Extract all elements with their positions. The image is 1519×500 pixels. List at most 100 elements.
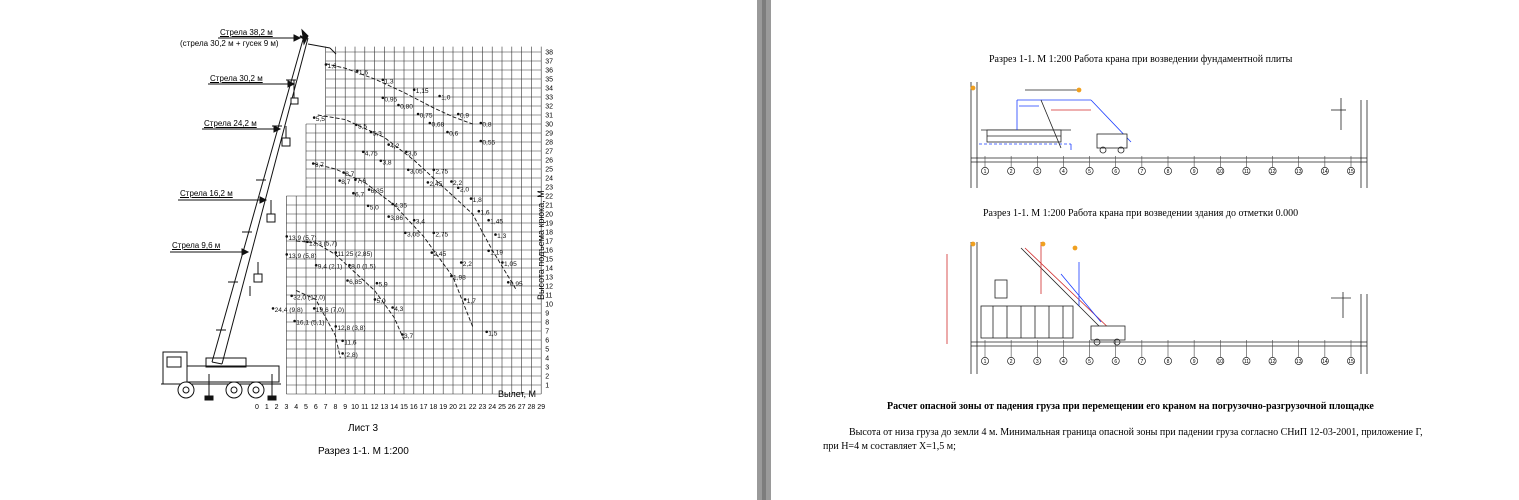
axis-circle <box>1216 357 1225 365</box>
load-curve <box>317 114 518 291</box>
axis-mark-label: 12 <box>1270 169 1276 175</box>
data-point <box>387 143 390 146</box>
axis-circle <box>1190 357 1199 365</box>
y-tick-label: 34 <box>545 86 553 93</box>
capacity-label: 3,05 <box>410 168 423 175</box>
axis-circle <box>1033 167 1042 175</box>
data-point <box>446 130 449 134</box>
x-axis-label: Вылет, М <box>498 389 536 399</box>
capacity-label: 2,2 <box>463 261 472 268</box>
data-point <box>285 235 289 238</box>
data-point <box>428 121 432 125</box>
y-tick-label: 11 <box>545 293 552 300</box>
y-tick-label: 9 <box>545 311 549 318</box>
data-point <box>346 279 349 282</box>
page-gutter <box>757 0 771 500</box>
x-tick-label: 11 <box>361 404 368 411</box>
data-point <box>487 218 490 222</box>
boom-label-24: Стрела 24,2 м <box>204 119 257 128</box>
capacity-label: 7,6 <box>357 178 366 185</box>
load-chart-curves <box>296 63 518 359</box>
axis-circle <box>1294 357 1303 365</box>
load-curve <box>325 63 473 125</box>
right-page: Разрез 1-1. М 1:200 Работа крана при воз… <box>771 0 1519 500</box>
capacity-label: 1,3 <box>497 233 506 240</box>
x-tick-label: 25 <box>498 404 506 411</box>
capacity-label: 32,0 (12,0) <box>293 294 325 301</box>
y-tick-label: 25 <box>545 167 553 174</box>
axis-mark-label: 10 <box>1218 359 1224 365</box>
capacity-label: 13,9 (5,8) <box>288 253 316 260</box>
axis-circle <box>1085 357 1094 365</box>
data-point <box>341 339 344 343</box>
data-point <box>391 306 394 309</box>
data-point <box>306 240 309 244</box>
axis-mark-label: 5 <box>1088 169 1091 175</box>
data-point <box>432 168 436 172</box>
y-tick-label: 30 <box>545 122 553 129</box>
data-point <box>401 333 404 336</box>
x-tick-label: 15 <box>400 404 408 411</box>
axis-circle <box>1059 167 1068 175</box>
data-point <box>312 307 316 310</box>
axis-mark-label: 8 <box>1167 359 1170 365</box>
capacity-label: 3,86 <box>390 215 403 222</box>
capacity-label: 13,9 (5,7) <box>288 235 316 242</box>
x-tick-label: 17 <box>420 404 428 411</box>
axis-mark-label: 15 <box>1348 169 1354 175</box>
axis-circle <box>1164 357 1172 365</box>
boom-label-arrows <box>170 34 302 256</box>
axis-circle <box>1007 167 1016 175</box>
y-tick-label: 20 <box>545 212 553 219</box>
capacity-label: 1,7 <box>467 298 476 305</box>
capacity-label: 3,6 <box>408 150 417 157</box>
axis-circle <box>1242 357 1251 365</box>
caption-foundation-slab: Разрез 1-1. М 1:200 Работа крана при воз… <box>989 54 1293 65</box>
axis-circle <box>1137 167 1146 175</box>
data-point <box>469 197 473 200</box>
capacity-label: 4,3 <box>394 306 403 313</box>
crane-drawing <box>161 28 337 401</box>
x-tick-label: 8 <box>333 404 337 411</box>
capacity-label: 0,95 <box>510 281 523 288</box>
data-point <box>338 179 341 182</box>
data-point <box>387 215 390 218</box>
load-curve <box>313 163 474 327</box>
data-point <box>366 204 370 208</box>
data-point <box>334 251 338 254</box>
data-point <box>354 178 357 181</box>
boom-label-9: Стрела 9,6 м <box>172 241 221 250</box>
paragraph-line-2: при Н=4 м составляет Х=1,5 м; <box>823 441 956 452</box>
data-point <box>463 298 467 301</box>
capacity-label: 9,4 (2,1) <box>318 264 343 271</box>
data-point <box>412 88 416 91</box>
x-tick-label: 12 <box>371 404 379 411</box>
x-tick-label: 10 <box>351 404 359 411</box>
capacity-label: 2,75 <box>435 168 448 175</box>
load-chart-points <box>271 63 510 355</box>
y-tick-label: 36 <box>545 68 553 75</box>
capacity-label: 2,0 <box>460 186 469 193</box>
capacity-label: 3,4 <box>416 219 425 226</box>
capacity-label: 0,68 <box>431 122 444 129</box>
axis-mark-label: 3 <box>1036 359 1039 365</box>
capacity-label: 2,45 <box>433 251 446 258</box>
data-point <box>381 78 385 82</box>
data-point <box>405 150 408 154</box>
data-point <box>406 168 410 172</box>
capacity-label: 4,35 <box>394 203 407 210</box>
data-point <box>312 116 316 119</box>
capacity-label: 1,8 <box>473 197 482 204</box>
capacity-label: 24,4 (9,8) <box>275 307 303 314</box>
y-tick-label: 1 <box>545 383 549 390</box>
capacity-label: 1,19 <box>490 249 503 256</box>
y-tick-label: 38 <box>545 50 553 57</box>
y-tick-label: 24 <box>545 176 553 183</box>
y-tick-label: 6 <box>545 338 549 345</box>
axis-mark-label: 9 <box>1193 169 1196 175</box>
axis-mark-label: 13 <box>1296 169 1302 175</box>
y-tick-label: 35 <box>545 77 553 84</box>
